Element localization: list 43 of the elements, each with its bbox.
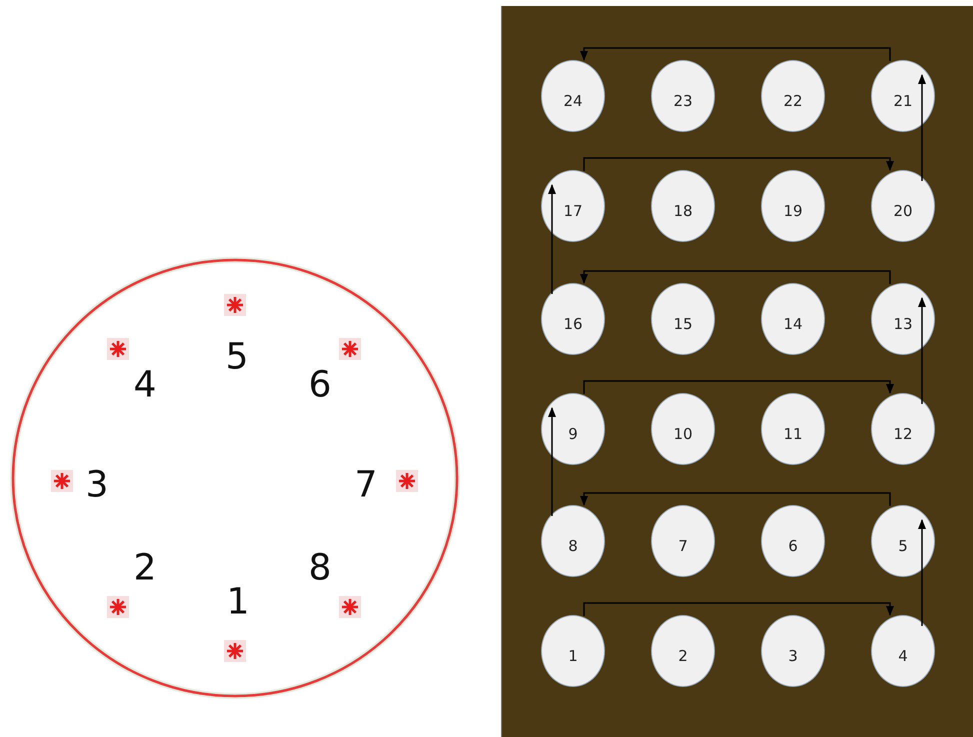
- position-number: 2: [134, 548, 156, 588]
- well-number: 22: [783, 92, 803, 110]
- well-number: 15: [673, 315, 693, 333]
- well-number: 19: [783, 202, 803, 220]
- well-number: 7: [678, 537, 688, 555]
- position-number: 8: [308, 548, 332, 588]
- well-number: 13: [893, 315, 913, 333]
- well-number: 23: [673, 92, 693, 110]
- well-number: 14: [783, 315, 803, 333]
- position-number: 4: [134, 364, 156, 406]
- arrow: [580, 270, 891, 284]
- position-number: 7: [354, 464, 378, 506]
- arrow: [918, 297, 926, 404]
- position-number: 5: [226, 336, 248, 378]
- well-number: 20: [893, 202, 913, 220]
- well-number: 3: [788, 647, 798, 665]
- well-number: 18: [673, 202, 693, 220]
- arrow: [580, 492, 891, 506]
- position-number: 3: [86, 464, 108, 506]
- arrow: [548, 184, 556, 294]
- well-number: 17: [563, 202, 583, 220]
- arrow: [918, 74, 926, 181]
- arrow: [580, 47, 891, 61]
- arrow: [583, 602, 894, 616]
- position-number: 6: [308, 364, 332, 406]
- well-number: 2: [678, 647, 688, 665]
- arrow: [548, 407, 556, 516]
- well-number: 24: [563, 92, 583, 110]
- well-number: 1: [568, 647, 578, 665]
- well-number: 4: [898, 647, 908, 665]
- position-number: 1: [226, 582, 250, 622]
- well-number: 5: [898, 537, 908, 555]
- well-number: 9: [568, 425, 578, 443]
- arrow: [918, 519, 926, 626]
- well-number: 16: [563, 315, 583, 333]
- well-number: 21: [893, 92, 913, 110]
- well-number: 6: [788, 537, 798, 555]
- well-number: 8: [568, 537, 578, 555]
- well-number: 11: [783, 425, 803, 443]
- arrow: [583, 157, 894, 171]
- well-number: 12: [893, 425, 913, 443]
- well-number: 10: [673, 425, 693, 443]
- arrow: [583, 380, 894, 394]
